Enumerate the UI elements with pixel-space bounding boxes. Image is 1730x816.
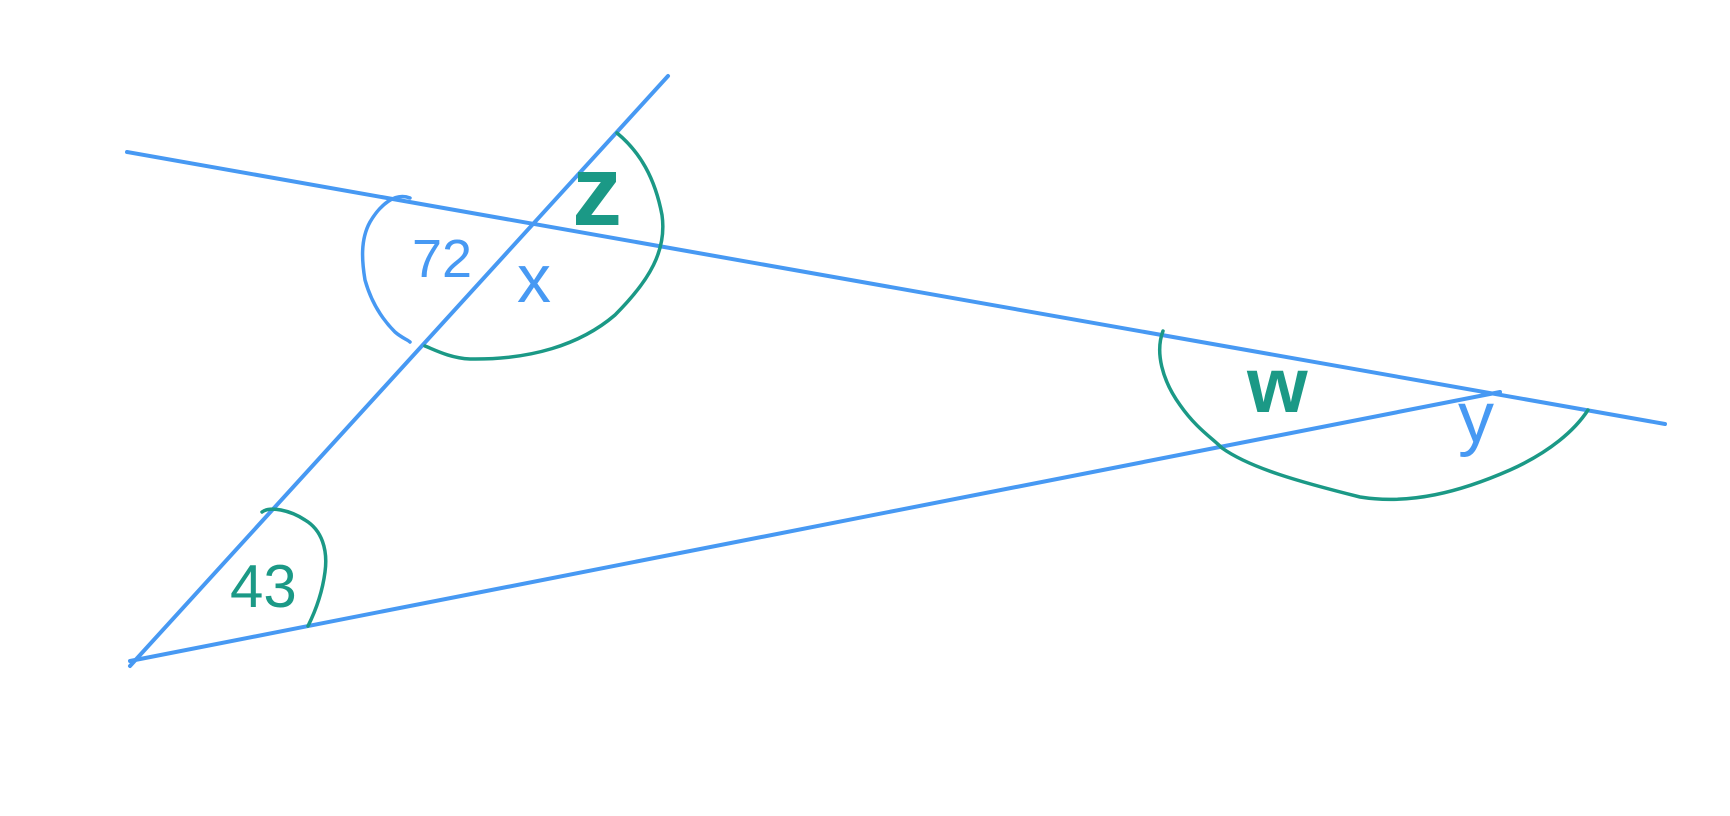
lower-line <box>128 390 1502 663</box>
angle-label-43: 43 <box>230 553 297 620</box>
angle-label-z: z <box>572 135 622 247</box>
angle-label-y: y <box>1458 378 1494 458</box>
angle-43-arc <box>260 507 328 628</box>
angle-72-arc <box>360 194 412 344</box>
upper-transversal-line <box>125 150 1667 426</box>
steep-line <box>128 74 670 668</box>
angle-label-x: x <box>517 241 551 317</box>
angle-label-72: 72 <box>412 229 472 289</box>
angle-w-y-arc <box>1157 329 1590 502</box>
angle-label-w: w <box>1246 341 1308 429</box>
angle-x-z-arc <box>423 131 665 361</box>
